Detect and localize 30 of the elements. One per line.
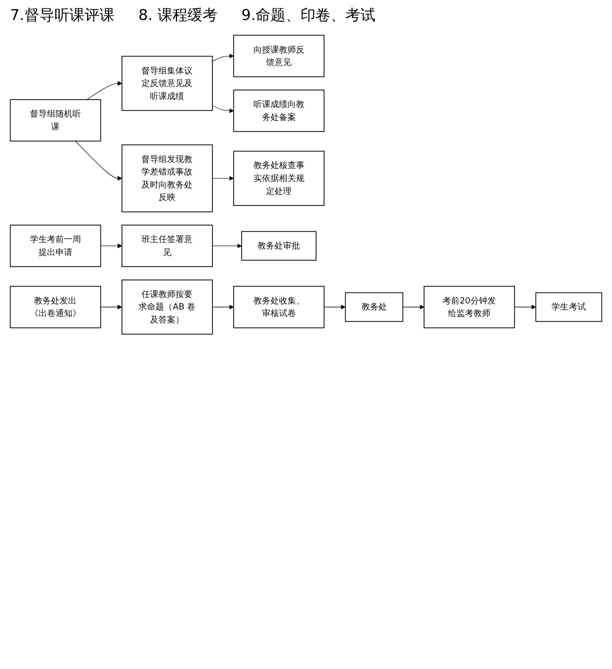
node-box: 督导组发现教学差错或事故及时向教务处反映 [122, 144, 213, 212]
node-box: 任课教师按要求命题（AB 卷及答案） [122, 280, 213, 335]
node-box: 教务处审批 [241, 231, 316, 261]
node-box: 向授课教师反馈意见 [233, 34, 324, 78]
node-box: 学生考前一周提出申请 [10, 224, 102, 268]
arrow [212, 244, 242, 248]
arrow [212, 176, 234, 181]
node-box: 班主任签署意见 [122, 224, 213, 268]
section-heading: 9.命题、印卷、考试 [241, 6, 376, 25]
node-box: 考前20分钟发给监考教师 [424, 286, 515, 328]
arrow [402, 304, 424, 310]
arrow [514, 304, 536, 310]
node-box: 学生考试 [535, 292, 602, 322]
node-box: 教务处发出《出卷通知》 [10, 286, 102, 328]
arrow [212, 304, 234, 310]
node-box: 教务处 [344, 292, 404, 322]
node-box: 教务处收集、审核试卷 [233, 286, 324, 328]
arrow [100, 244, 122, 248]
section-heading: 8. 课程缓考 [138, 6, 218, 25]
arrow [212, 105, 234, 114]
arrow [324, 304, 346, 310]
arrow [212, 54, 234, 62]
arrow [75, 140, 122, 181]
node-box: 督导组集体议定反馈意见及听课成绩 [122, 56, 213, 111]
node-box: 教务处核查事实依据相关规定处理 [233, 150, 324, 206]
node-box: 听课成绩向教务处备案 [233, 90, 324, 132]
arrow [86, 81, 122, 100]
node-box: 督导组随机听课 [10, 99, 102, 142]
arrow [100, 304, 122, 310]
section-heading: 7.督导听课评课 [10, 6, 114, 25]
